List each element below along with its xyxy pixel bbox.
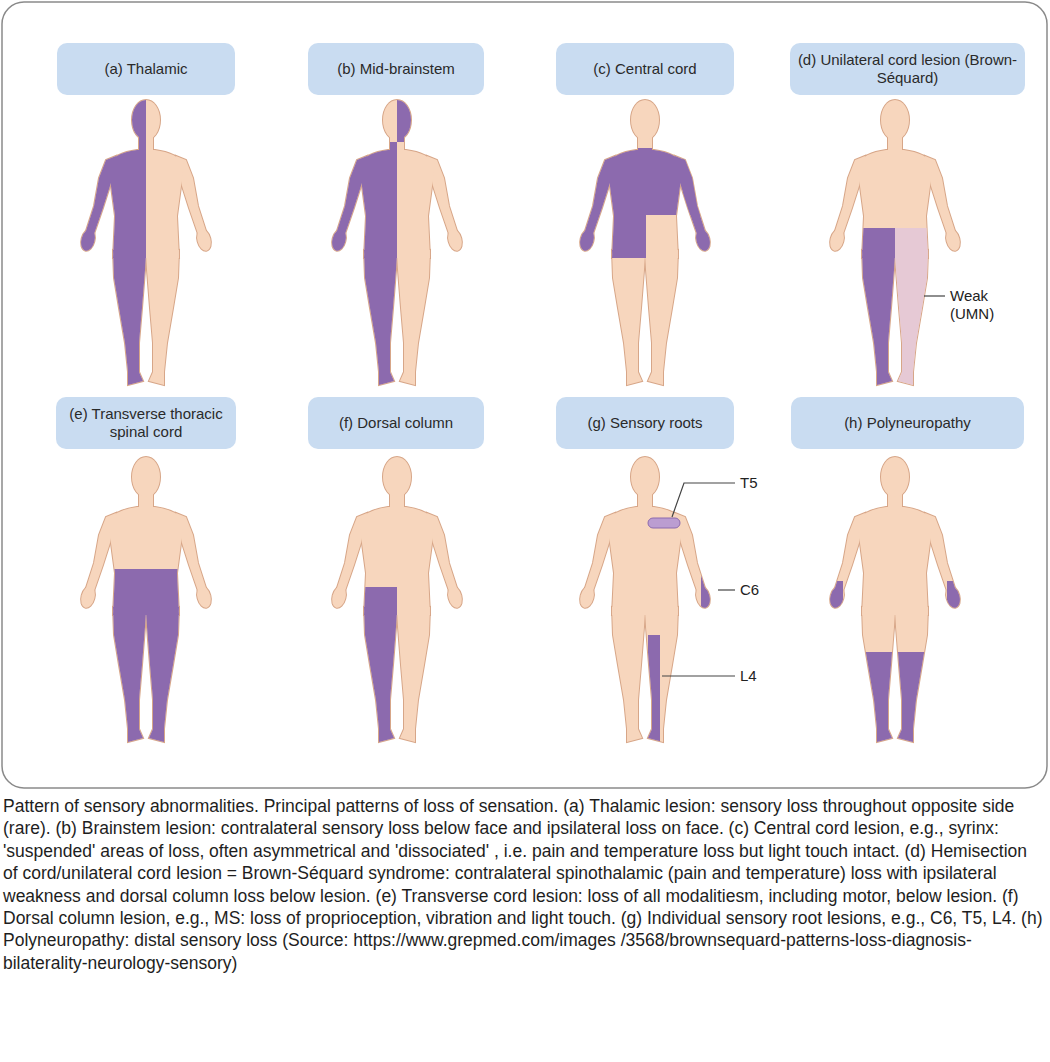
panel-heading: (h) Polyneuropathy xyxy=(844,414,971,432)
panel-heading-box: (g) Sensory roots xyxy=(556,397,734,449)
root-label: T5 xyxy=(740,474,758,492)
root-label: C6 xyxy=(740,581,759,599)
panel-heading-box: (c) Central cord xyxy=(556,43,734,95)
body-figure xyxy=(565,100,725,385)
body-figure xyxy=(578,457,721,745)
body-figure xyxy=(330,457,464,747)
panel-heading: (c) Central cord xyxy=(593,60,696,78)
leader-line xyxy=(924,295,945,296)
panel-frame xyxy=(2,2,1047,788)
panel-heading-box: (d) Unilateral cord lesion (Brown-Séquar… xyxy=(790,43,1025,95)
callout-label: Weak (UMN) xyxy=(950,287,1012,323)
figure-caption: Pattern of sensory abnormalities. Princi… xyxy=(3,795,1043,974)
panel-heading-box: (a) Thalamic xyxy=(57,43,235,95)
panel-heading: (a) Thalamic xyxy=(104,60,187,78)
leader-line xyxy=(662,675,735,676)
panel-heading: (f) Dorsal column xyxy=(339,414,453,432)
body-figure xyxy=(317,93,464,402)
panel-heading: (d) Unilateral cord lesion (Brown-Séquar… xyxy=(796,51,1019,87)
body-figure xyxy=(66,93,213,393)
panel-heading: (b) Mid-brainstem xyxy=(337,60,455,78)
panel-heading-box: (b) Mid-brainstem xyxy=(308,43,484,95)
panel-heading-box: (h) Polyneuropathy xyxy=(791,397,1024,449)
leader-line xyxy=(718,589,735,590)
body-figure xyxy=(79,457,213,749)
panel-heading: (e) Transverse thoracic spinal cord xyxy=(62,405,230,441)
body-figure xyxy=(815,457,975,747)
panel-heading-box: (f) Dorsal column xyxy=(308,397,484,449)
leader-line xyxy=(672,483,735,517)
body-figure xyxy=(828,100,962,388)
root-label: L4 xyxy=(740,667,757,685)
panel-heading-box: (e) Transverse thoracic spinal cord xyxy=(56,397,236,449)
panel-heading: (g) Sensory roots xyxy=(587,414,702,432)
